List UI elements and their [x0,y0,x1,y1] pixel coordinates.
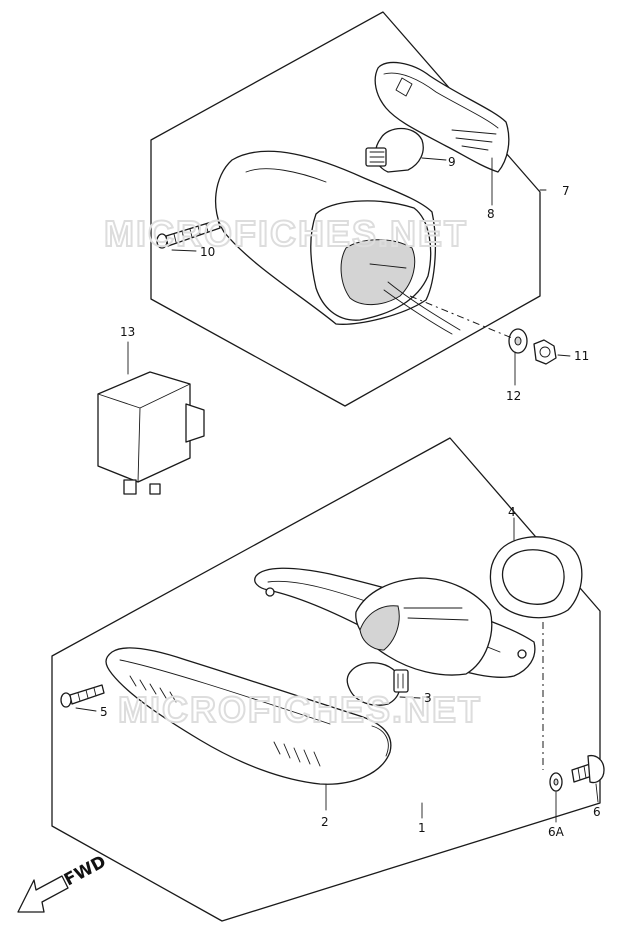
callout-1: 1 [418,821,426,835]
callout-7: 7 [562,184,570,198]
callout-9: 9 [448,155,456,169]
housing-bracket-drawing [254,567,536,678]
relay-13-drawing [97,341,205,495]
lower-assembly [51,437,605,922]
forward-direction-indicator: FWD [17,852,110,913]
washer-6a-drawing [549,772,563,823]
callout-3: 3 [424,691,432,705]
upper-assembly [150,11,571,407]
callout-6: 6 [593,805,601,819]
callout-13: 13 [120,325,135,339]
screw-10-drawing [156,219,221,252]
fwd-label: FWD [61,852,110,891]
lens-2-drawing [105,647,392,811]
callout-4: 4 [508,505,516,519]
lower-assembly-frame [51,437,601,922]
callout-11: 11 [574,349,589,363]
callout-10: 10 [200,245,215,259]
gasket-4-drawing [489,517,583,619]
lens-8-drawing [374,61,510,206]
callout-8: 8 [487,207,495,221]
housing-7-drawing [214,150,547,335]
washer-12-drawing [508,328,528,386]
assembly-axis-upper [409,295,513,339]
watermark-upper: MICROFICHES.NET [104,213,468,254]
forward-arrow-icon [17,875,69,913]
nut-11-drawing [533,339,571,365]
callout-5: 5 [100,705,108,719]
callout-6a: 6A [548,825,565,839]
callout-2: 2 [321,815,329,829]
screw-5-drawing [60,684,105,712]
bolt-6-drawing [571,754,605,803]
bulb-9-drawing [365,127,447,173]
watermark-lower: MICROFICHES.NET [118,689,482,730]
callout-12: 12 [506,389,521,403]
bulb-3-drawing [346,662,421,706]
upper-assembly-frame [150,11,541,407]
